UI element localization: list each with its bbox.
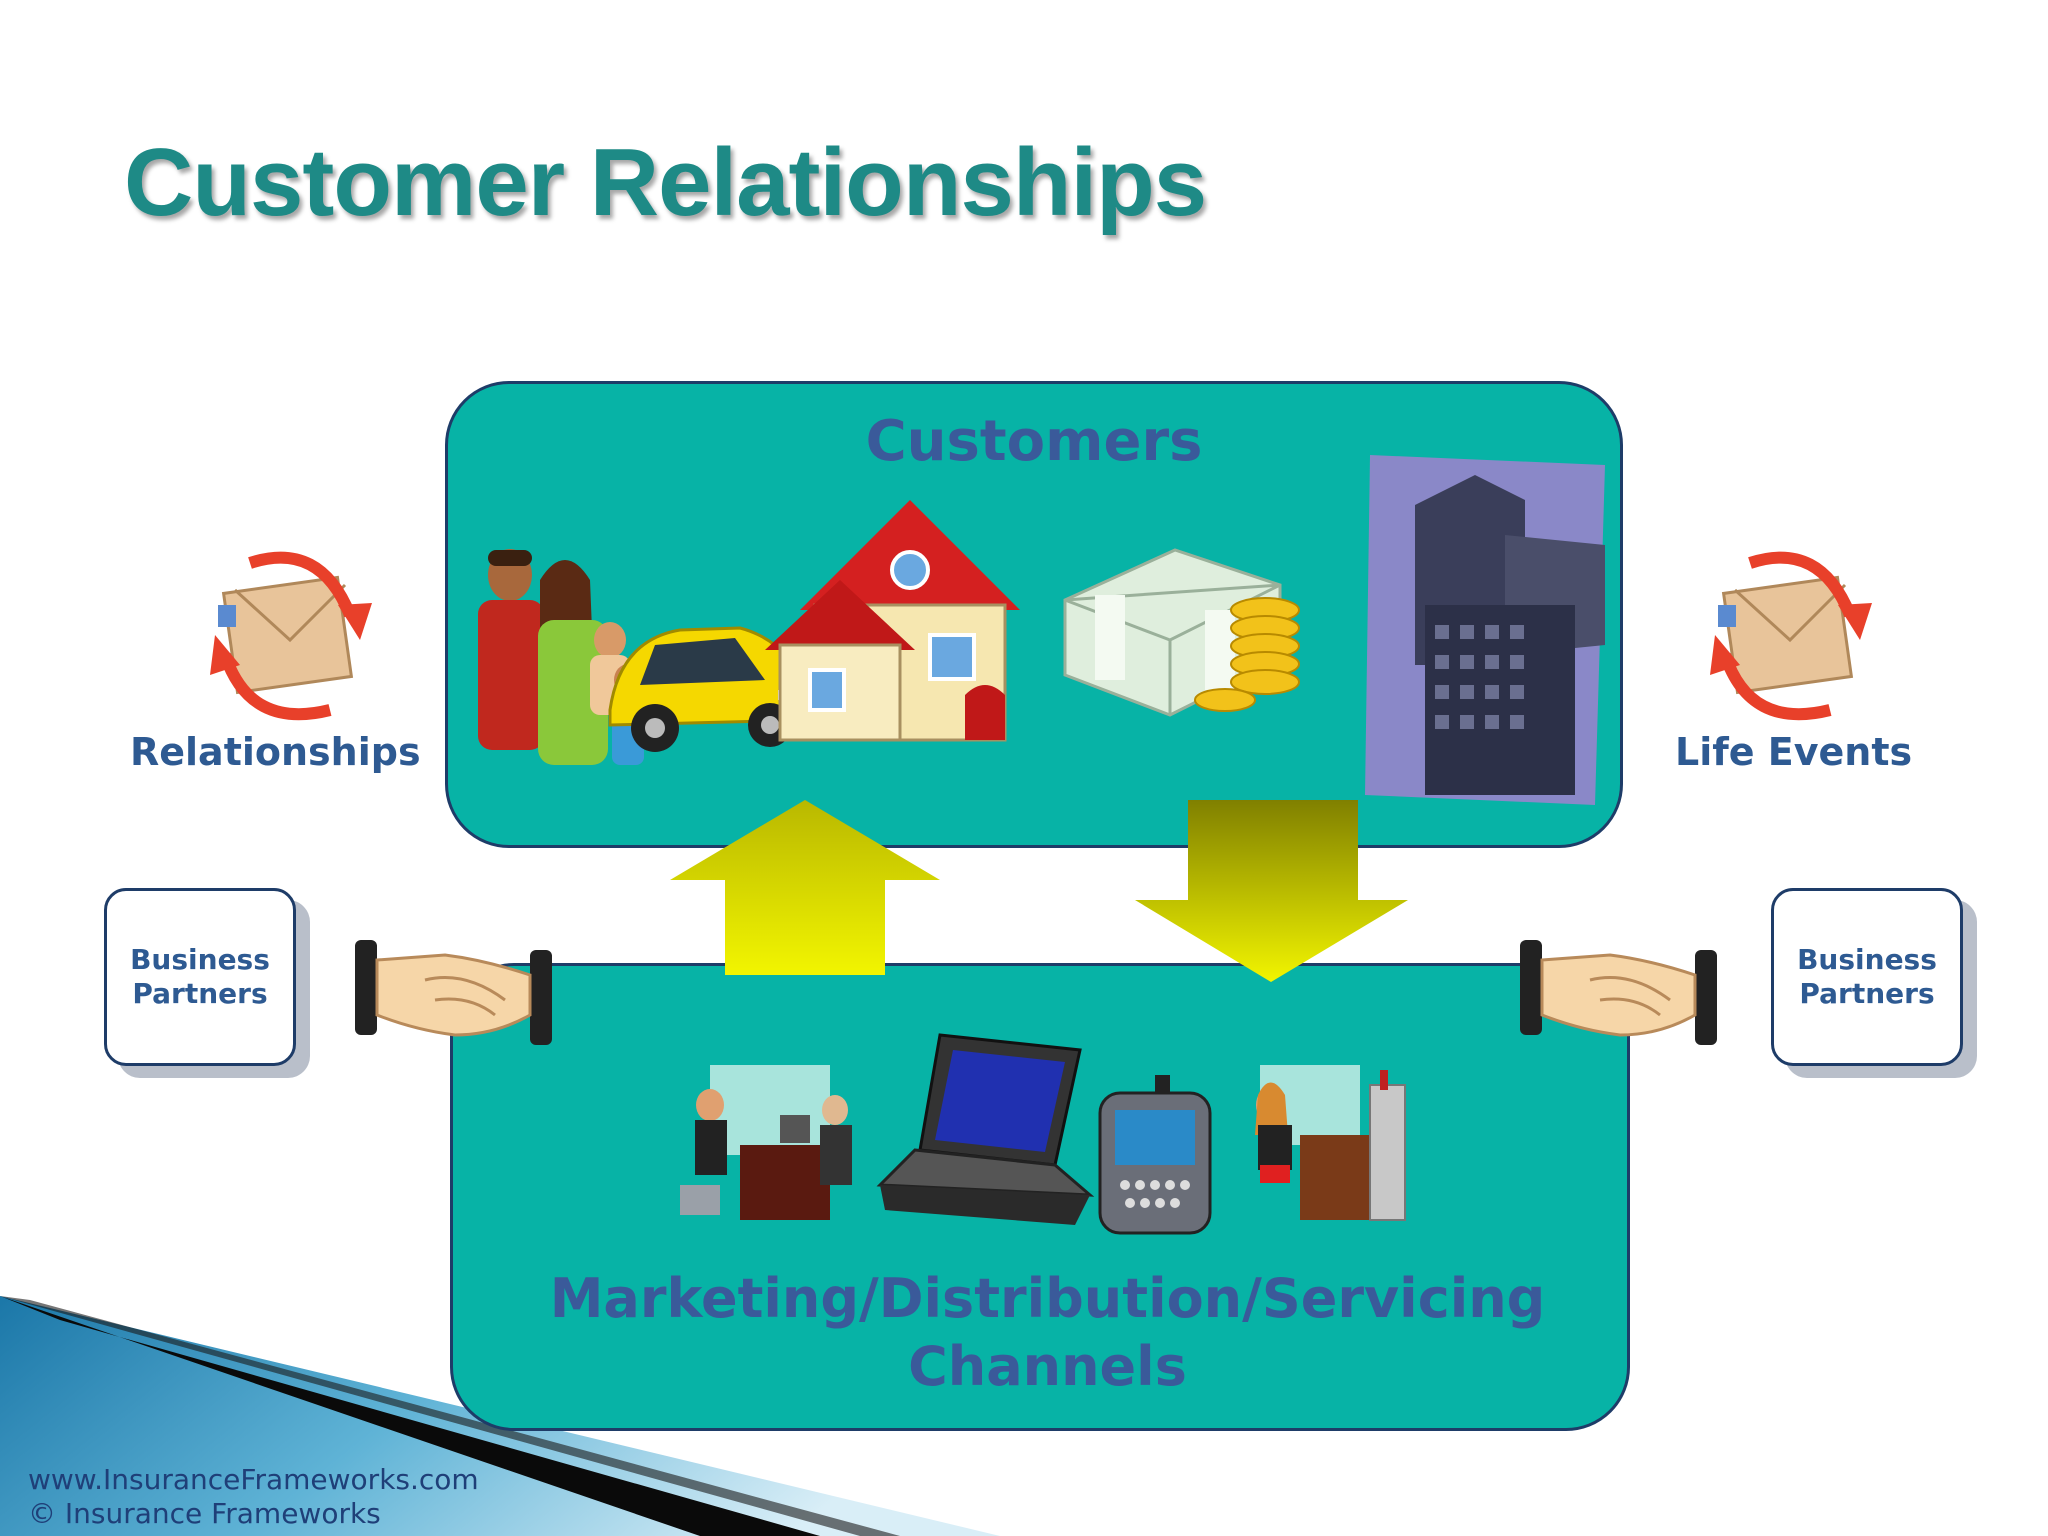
- partner-left-line1: Business: [130, 943, 270, 976]
- business-partners-box-right: Business Partners: [1771, 888, 1963, 1066]
- partner-right-line2: Partners: [1799, 977, 1935, 1010]
- channels-title: Marketing/Distribution/Servicing Channel…: [450, 1265, 1645, 1401]
- handshake-icon-left: [355, 940, 552, 1045]
- office-meeting-icon: [680, 1065, 852, 1220]
- slide-title: Customer Relationships: [124, 129, 1207, 236]
- envelope-cycle-icon-right: [1710, 551, 1872, 721]
- footer-url: www.InsuranceFrameworks.com: [28, 1463, 479, 1496]
- handshake-icon-right: [1520, 940, 1717, 1045]
- arrow-down-icon: [1135, 800, 1408, 982]
- laptop-icon: [876, 1033, 1095, 1225]
- house-icon: [765, 500, 1020, 742]
- life-events-label: Life Events: [1675, 730, 1913, 774]
- partner-left-line2: Partners: [132, 977, 268, 1010]
- envelope-cycle-icon-left: [210, 551, 372, 721]
- footer-copyright: © Insurance Frameworks: [28, 1497, 381, 1530]
- arrow-up-icon: [670, 800, 940, 975]
- channels-title-line1: Marketing/Distribution/Servicing: [549, 1267, 1546, 1330]
- customers-title: Customers: [865, 409, 1203, 474]
- partner-right-line1: Business: [1797, 943, 1937, 976]
- office-worker-icon: [1255, 1065, 1406, 1221]
- coins-icon: [1194, 597, 1300, 712]
- pda-phone-icon: [1098, 1075, 1212, 1235]
- channels-title-line2: Channels: [908, 1335, 1187, 1398]
- office-buildings-icon: [1365, 455, 1605, 805]
- relationships-label: Relationships: [130, 730, 421, 774]
- business-partners-box-left: Business Partners: [104, 888, 296, 1066]
